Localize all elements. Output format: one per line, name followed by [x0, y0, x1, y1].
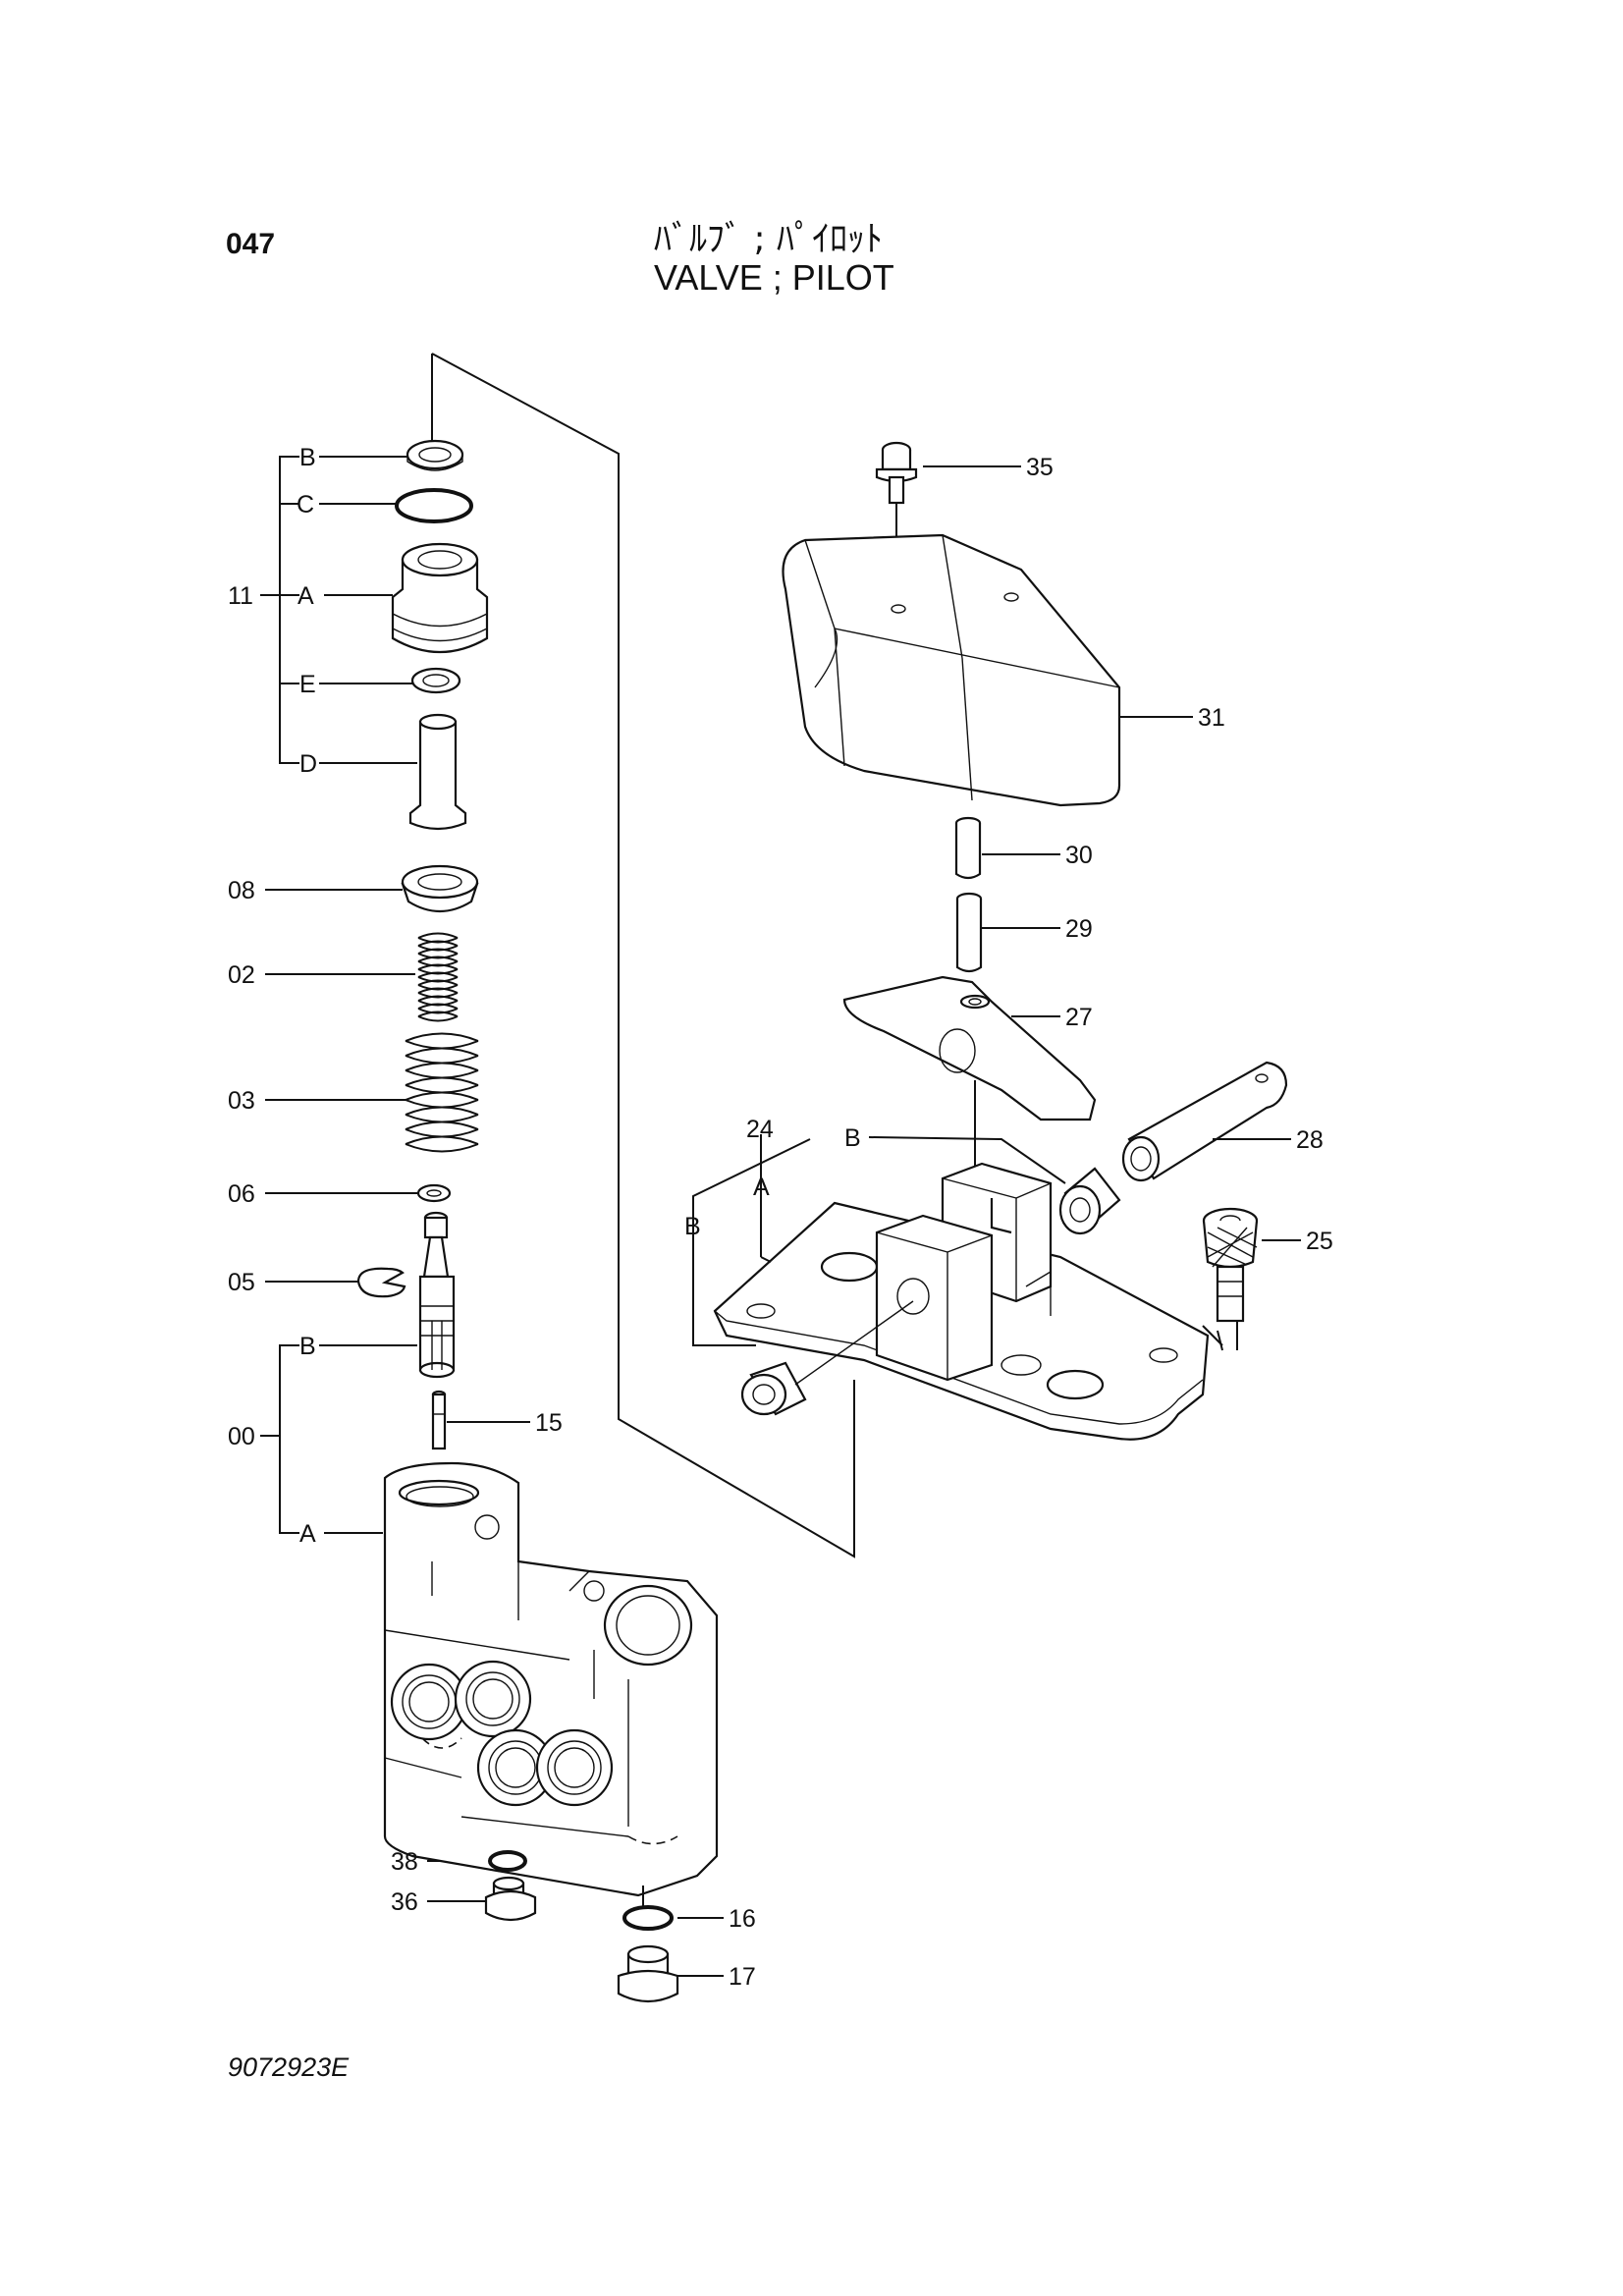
part-17-plug: [617, 1944, 679, 2003]
part-11-a-bushing: [391, 542, 489, 653]
part-36-plug: [484, 1876, 537, 1922]
part-11-d-plunger: [408, 713, 467, 831]
part-30-pin: [954, 816, 1060, 880]
label-38: 38: [391, 1848, 418, 1876]
part-24-b-bush-upper: [1058, 1167, 1121, 1235]
part-08-spring-seat: [401, 864, 479, 912]
part-24-bracket: [713, 1162, 1210, 1441]
part-00-b-spool: [418, 1211, 456, 1379]
group-24-bracket-lines: [692, 1134, 1238, 1351]
part-38-o-ring: [488, 1850, 527, 1872]
label-24: 24: [746, 1116, 774, 1143]
label-11-b: B: [299, 444, 316, 471]
part-31-cover: [782, 533, 1193, 807]
part-06-washer: [416, 1183, 452, 1203]
part-29-pin: [955, 892, 1060, 973]
label-17: 17: [729, 1963, 756, 1991]
part-24-b-bush-lower: [740, 1300, 914, 1416]
title-japanese: ﾊﾞﾙﾌﾞ ; ﾊﾟｲﾛｯﾄ: [654, 219, 884, 259]
part-11-b-seal: [406, 439, 464, 471]
label-30: 30: [1065, 842, 1093, 869]
alignment-frame-lines: [431, 353, 855, 1558]
label-27: 27: [1065, 1004, 1093, 1031]
page-number: 047: [226, 228, 276, 260]
drawing-code: 9072923E: [228, 2052, 350, 2082]
group-00-bracket: [260, 1344, 299, 1534]
part-05-snap-ring: [356, 1267, 406, 1298]
label-11-e: E: [299, 671, 316, 698]
label-35: 35: [1026, 454, 1054, 481]
label-36: 36: [391, 1888, 418, 1916]
label-11-c: C: [297, 491, 314, 519]
label-00-a: A: [299, 1520, 316, 1548]
label-16: 16: [729, 1905, 756, 1933]
label-31: 31: [1198, 704, 1225, 732]
label-00: 00: [228, 1423, 255, 1450]
label-24-a: A: [753, 1174, 770, 1201]
label-24-b-left: B: [684, 1213, 701, 1240]
label-11: 11: [228, 582, 253, 610]
group-11-bracket: [260, 456, 299, 764]
label-11-a: A: [298, 582, 314, 610]
part-00-a-valve-body: [383, 1461, 719, 1915]
part-28-shaft: [1121, 1061, 1291, 1182]
part-15-pin: [431, 1390, 447, 1450]
label-03: 03: [228, 1087, 255, 1115]
part-03-outer-spring: [405, 1032, 479, 1153]
title-english: VALVE ; PILOT: [654, 257, 894, 298]
label-25: 25: [1306, 1228, 1333, 1255]
label-05: 05: [228, 1269, 255, 1296]
label-28: 28: [1296, 1126, 1324, 1154]
callout-labels: B C 11 A E D 08 02 03 06 05 B 00 A 15 38…: [228, 444, 1333, 1991]
label-24-b-top: B: [844, 1124, 861, 1152]
label-00-b: B: [299, 1333, 316, 1360]
part-11-e-ring: [410, 667, 461, 694]
label-29: 29: [1065, 915, 1093, 943]
part-25-screw: [1202, 1207, 1301, 1323]
part-16-o-ring: [622, 1905, 674, 1931]
label-06: 06: [228, 1180, 255, 1208]
label-08: 08: [228, 877, 255, 904]
label-02: 02: [228, 961, 255, 989]
label-11-d: D: [299, 750, 317, 778]
label-15: 15: [535, 1409, 563, 1437]
part-11-c-o-ring: [395, 488, 473, 523]
part-02-inner-spring: [417, 932, 459, 1022]
